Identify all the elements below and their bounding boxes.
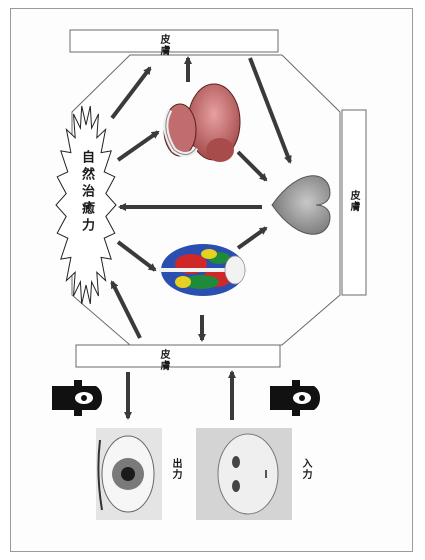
input-label: 入力 — [300, 458, 310, 480]
skin-label-top: 皮膚 — [158, 34, 168, 56]
internal-organs-icon — [164, 84, 240, 162]
natural-healing-label: 自然治癒力 — [80, 150, 93, 235]
muscle-anatomy-icon — [159, 244, 247, 296]
eye-photo — [96, 428, 162, 520]
eye-in-hand-icon — [270, 380, 320, 416]
arrow-burst-to-muscle — [118, 242, 155, 270]
skin-label-bottom: 皮膚 — [158, 349, 168, 371]
heart-icon — [272, 176, 330, 235]
arrow-organ-to-heart — [238, 152, 266, 180]
eye-in-hand-icon — [52, 380, 102, 416]
arrow-burst-to-organ — [118, 132, 158, 160]
face-photo — [196, 428, 292, 520]
arrow-top-to-heart — [250, 58, 290, 162]
output-label: 出力 — [170, 458, 180, 480]
skin-box-top — [70, 30, 278, 52]
skin-label-right: 皮膚 — [348, 190, 358, 212]
arrow-muscle-to-heart — [238, 228, 266, 248]
arrow-burst-to-top-left — [112, 68, 150, 118]
skin-box-bottom — [76, 345, 280, 367]
arrow-bottom-to-burst — [112, 282, 140, 338]
